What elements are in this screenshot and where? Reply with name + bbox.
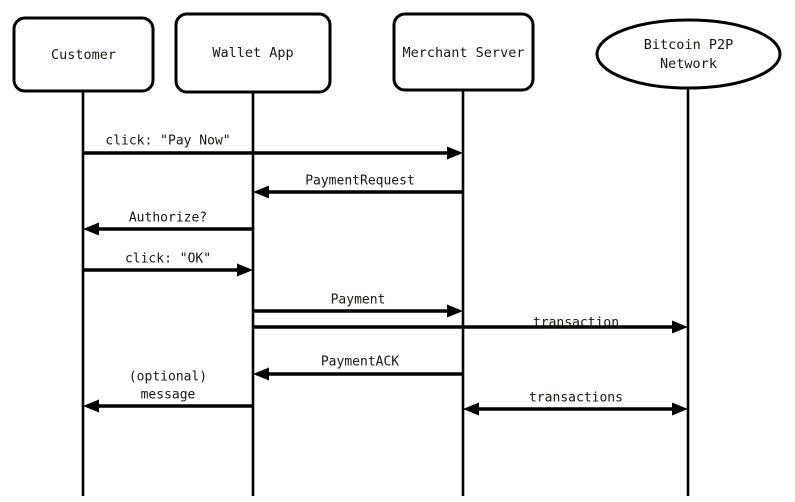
message-payment-ack-label: PaymentACK xyxy=(321,355,399,370)
message-authorize-arrowhead xyxy=(83,222,99,236)
message-authorize[interactable]: Authorize? xyxy=(83,211,253,236)
participant-wallet[interactable]: Wallet App xyxy=(174,12,332,94)
message-payment-request-arrowhead xyxy=(253,185,269,199)
message-transactions-arrowhead-left xyxy=(463,402,479,416)
participant-customer-box xyxy=(12,16,155,93)
message-payment-ack[interactable]: PaymentACK xyxy=(253,355,463,381)
message-payment[interactable]: Payment xyxy=(253,293,463,318)
participant-network[interactable]: Bitcoin P2P Network xyxy=(595,18,782,90)
message-click-ok-arrowhead xyxy=(237,263,253,277)
message-payment-label: Payment xyxy=(331,293,386,308)
message-click-pay-now-label: click: "Pay Now" xyxy=(105,134,230,149)
participant-merchant[interactable]: Merchant Server xyxy=(392,12,535,92)
participant-network-label-line2: Network xyxy=(660,56,717,72)
message-transactions-arrowhead-right xyxy=(672,402,688,416)
lifelines-group xyxy=(81,88,690,496)
message-optional-message-label-line1: (optional) xyxy=(129,370,207,385)
message-transactions[interactable]: transactions xyxy=(463,391,688,416)
message-authorize-label: Authorize? xyxy=(129,211,207,226)
participant-merchant-label: Merchant Server xyxy=(403,45,525,61)
participant-wallet-box xyxy=(174,12,332,94)
message-transaction-label: transaction xyxy=(533,316,619,331)
message-transaction[interactable]: transaction xyxy=(253,316,688,334)
participant-customer[interactable]: Customer xyxy=(12,16,155,93)
message-optional-message[interactable]: (optional) message xyxy=(83,370,253,413)
message-payment-request[interactable]: PaymentRequest xyxy=(253,174,463,199)
message-optional-message-label-line2: message xyxy=(141,388,196,403)
participant-wallet-label: Wallet App xyxy=(212,45,293,61)
participant-network-label-line1: Bitcoin P2P xyxy=(644,37,733,53)
participant-network-ellipse xyxy=(595,18,782,90)
message-transaction-arrowhead xyxy=(672,320,688,334)
message-payment-request-label: PaymentRequest xyxy=(305,174,415,189)
message-payment-arrowhead xyxy=(447,304,463,318)
message-click-ok[interactable]: click: "OK" xyxy=(83,252,253,277)
message-transactions-label: transactions xyxy=(529,391,623,406)
message-click-pay-now-arrowhead xyxy=(447,146,463,160)
message-payment-ack-arrowhead xyxy=(253,367,269,381)
participant-merchant-box xyxy=(392,12,535,92)
message-click-ok-label: click: "OK" xyxy=(125,252,211,267)
participant-customer-label: Customer xyxy=(51,47,116,63)
message-optional-message-arrowhead xyxy=(83,399,99,413)
message-click-pay-now[interactable]: click: "Pay Now" xyxy=(83,134,463,160)
